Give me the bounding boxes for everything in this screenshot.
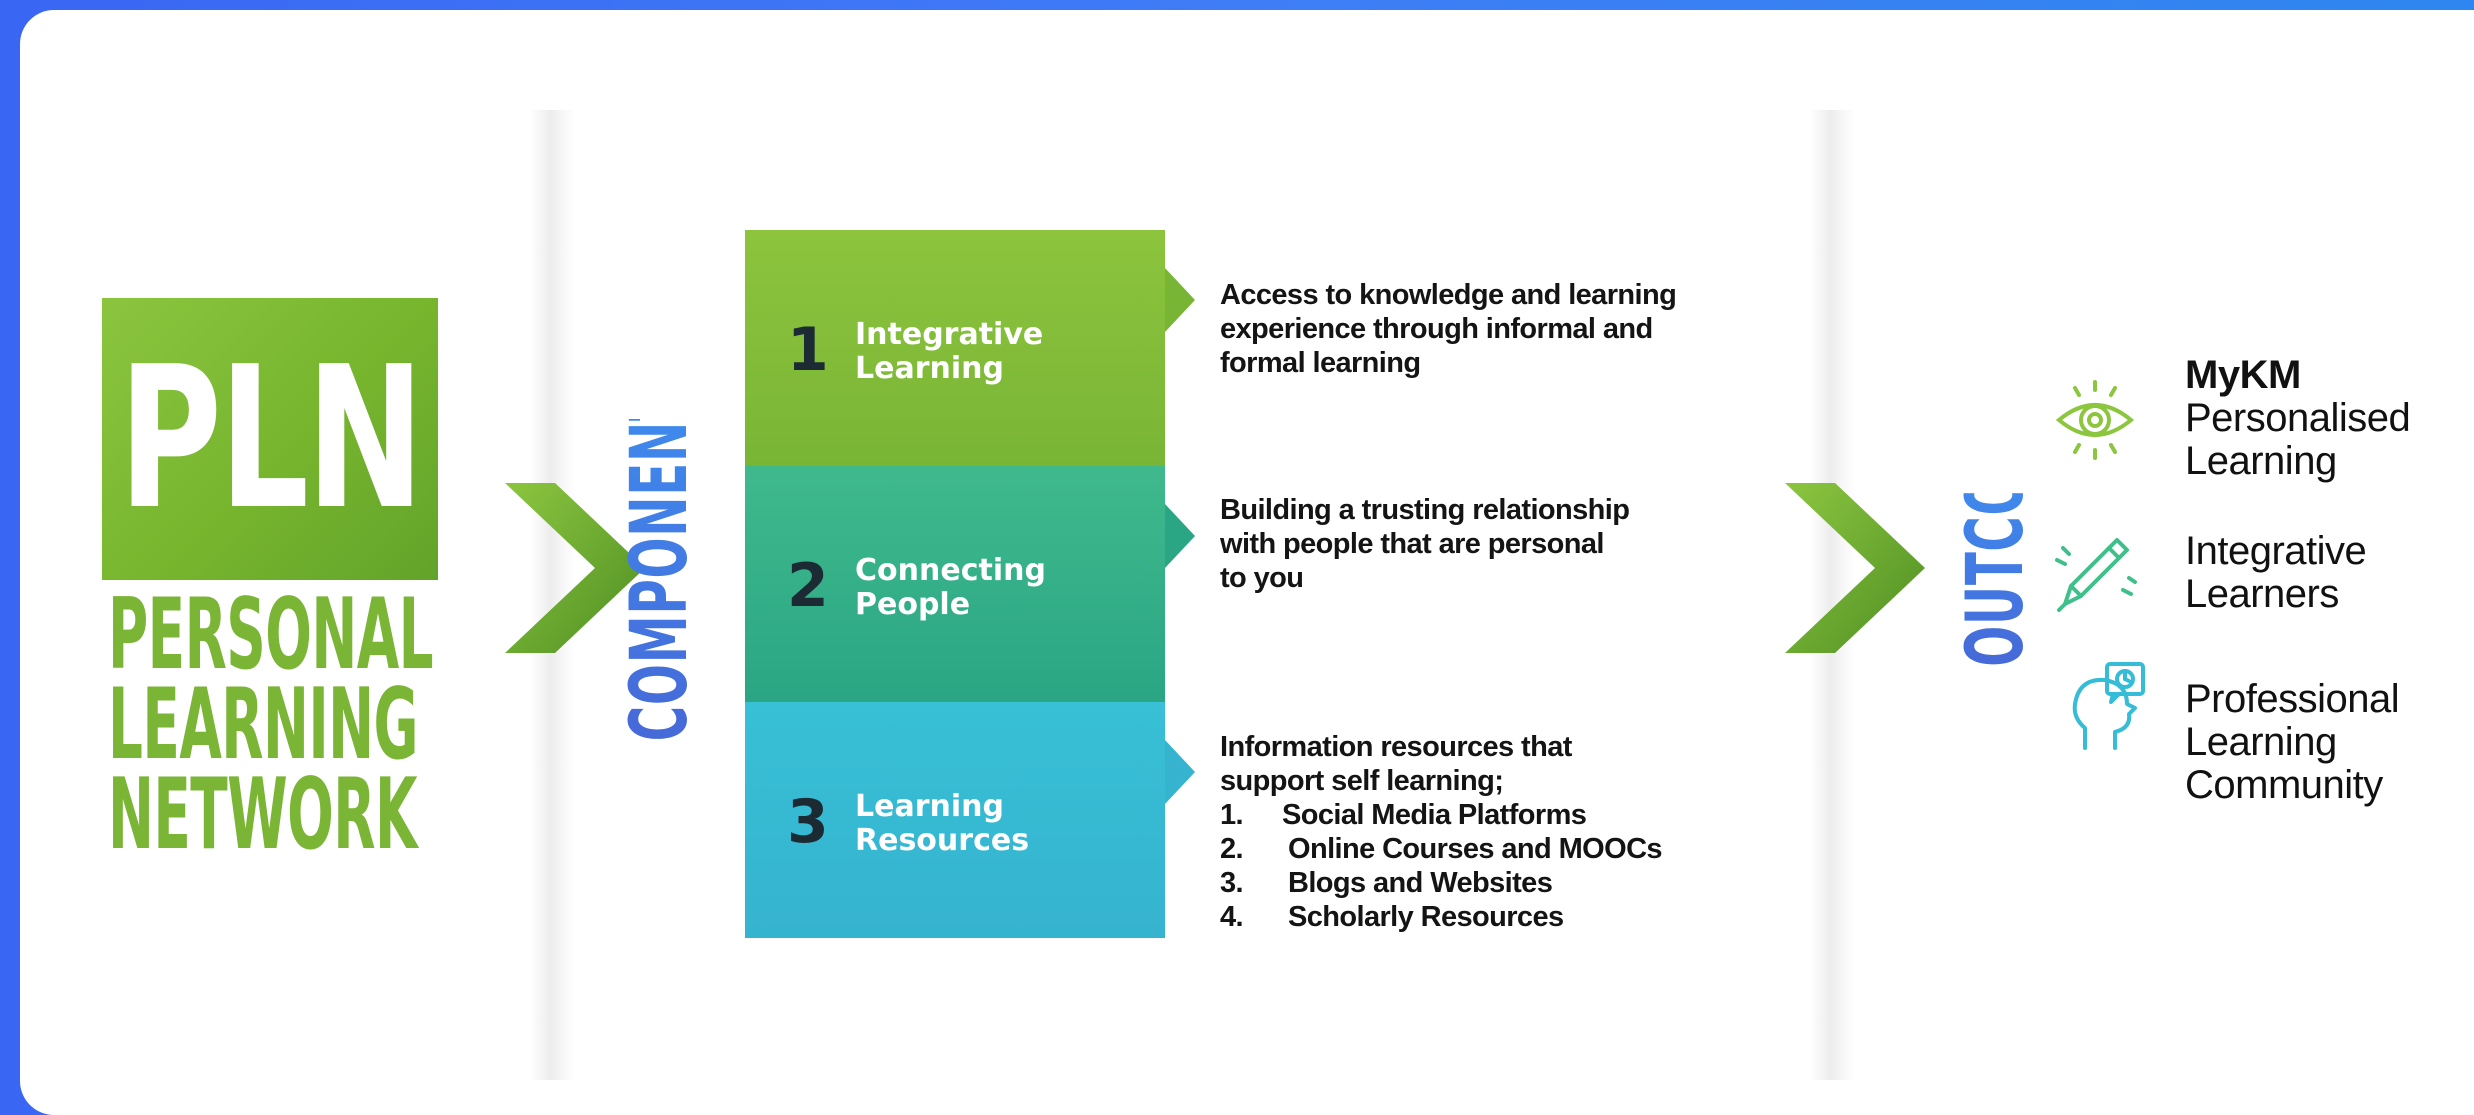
description-line: to you: [1220, 562, 1304, 594]
pln-full-name: PERSONAL LEARNING NETWORK: [108, 578, 434, 872]
outcome-line: MyKM: [2185, 353, 2301, 397]
pln-logo-box: PLN: [102, 298, 438, 580]
outcome-line: Learners: [2185, 572, 2339, 616]
component-title-line: People: [855, 587, 971, 622]
outcome-line: Personalised: [2185, 396, 2411, 440]
list-text: Online Courses and MOOCs: [1288, 833, 1663, 865]
component-number: 2: [787, 551, 829, 621]
pln-name-line: LEARNING: [108, 668, 419, 782]
pointer-notch: [1165, 504, 1195, 568]
description-line: Information resources that: [1220, 731, 1572, 763]
list-text: Scholarly Resources: [1288, 901, 1564, 933]
component-number: 1: [787, 315, 829, 385]
list-number: 3.: [1220, 867, 1244, 899]
component-description-1: Access to knowledge and learning experie…: [1220, 278, 1677, 380]
eye-icon: [2055, 380, 2135, 460]
component-title: Learning Resources: [855, 790, 1155, 858]
component-title-line: Learning: [855, 351, 1004, 386]
component-block-3: 3 Learning Resources: [745, 702, 1165, 938]
description-line: Building a trusting relationship: [1220, 494, 1630, 526]
outcome-item-3: Professional Learning Community: [2185, 677, 2400, 807]
pointer-notch: [1165, 740, 1195, 804]
component-block-1: 1 Integrative Learning: [745, 230, 1165, 466]
pln-name-line: NETWORK: [108, 758, 417, 872]
component-description-3: Information resources that support self …: [1220, 730, 1663, 934]
description-line: formal learning: [1220, 347, 1421, 379]
component-title: Connecting People: [855, 554, 1155, 622]
pointer-notch: [1165, 268, 1195, 332]
description-line: experience through informal and: [1220, 313, 1653, 345]
pln-acronym: PLN: [118, 325, 425, 553]
component-label-text: COMPONENT: [615, 387, 705, 742]
resource-list-item: 2. Online Courses and MOOCs: [1220, 832, 1663, 866]
chevron-right-icon: [505, 483, 645, 653]
outcome-line: Learning: [2185, 720, 2337, 764]
head-clock-icon: [2072, 662, 2145, 750]
outcome-line: Integrative: [2185, 529, 2367, 573]
description-line: support self learning;: [1220, 765, 1504, 797]
resource-list-item: 4. Scholarly Resources: [1220, 900, 1662, 934]
pen-icon: [2055, 538, 2137, 612]
list-number: 4.: [1220, 901, 1244, 933]
component-block-2: 2 Connecting People: [745, 466, 1165, 702]
component-description-2: Building a trusting relationship with pe…: [1220, 493, 1630, 595]
chevron-right-icon: [1785, 483, 1925, 653]
description-line: with people that are personal: [1220, 528, 1604, 560]
outcome-item-1: MyKM Personalised Learning: [2185, 353, 2411, 483]
outcome-line: Community: [2185, 763, 2383, 807]
diagram-card: PLN PERSONAL LEARNING NETWORK COMPONENT …: [20, 10, 2474, 1115]
outcome-item-2: Integrative Learners: [2185, 529, 2367, 616]
component-title-line: Resources: [855, 823, 1030, 858]
outcome-line: Professional: [2185, 677, 2400, 721]
list-text: Blogs and Websites: [1288, 867, 1553, 899]
component-title: Integrative Learning: [855, 318, 1155, 386]
resource-list-item: 1. Social Media Platforms: [1220, 798, 1662, 832]
component-title-line: Integrative: [855, 317, 1044, 352]
description-line: Access to knowledge and learning: [1220, 279, 1677, 311]
list-number: 1.: [1220, 799, 1244, 831]
outcome-line: Learning: [2185, 439, 2337, 483]
component-title-line: Connecting: [855, 553, 1046, 588]
component-number: 3: [787, 787, 829, 857]
pln-name-line: PERSONAL: [108, 578, 434, 692]
outcome-label-text: OUTCOME: [1951, 391, 2041, 667]
list-number: 2.: [1220, 833, 1244, 865]
resource-list-item: 3. Blogs and Websites: [1220, 866, 1662, 900]
list-text: Social Media Platforms: [1282, 799, 1587, 831]
component-title-line: Learning: [855, 789, 1004, 824]
